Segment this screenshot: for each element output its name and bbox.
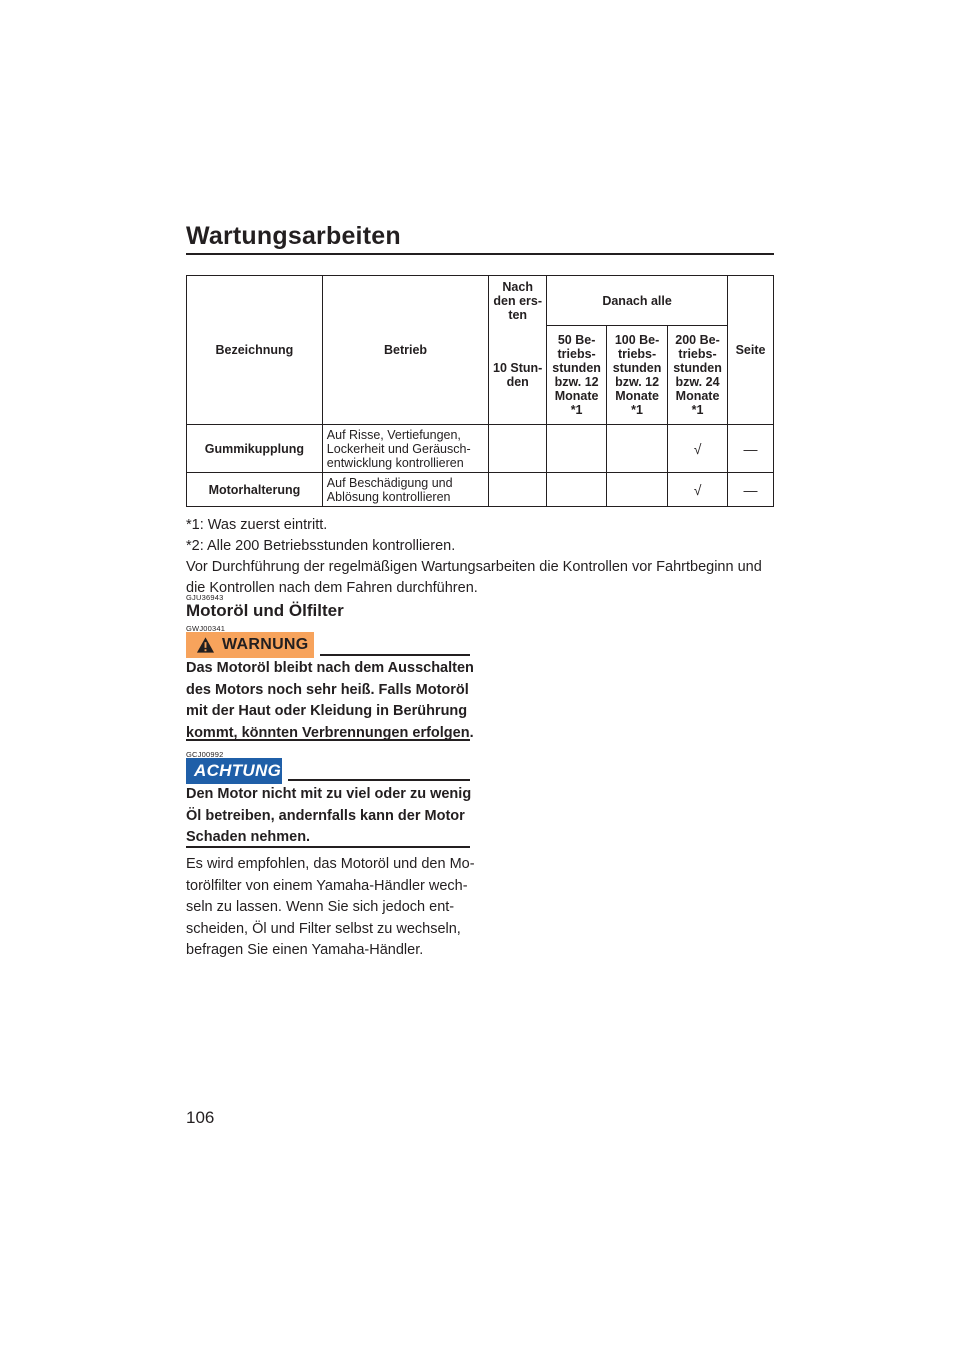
footnote-1: *1: Was zuerst eintritt. — [186, 517, 328, 533]
row-10h — [488, 424, 548, 473]
warning-bottom-rule — [186, 739, 470, 741]
header-50-stunden: 50 Be- triebs- stunden bzw. 12 Monate *1 — [546, 325, 608, 425]
footnotes: *1: Was zuerst eintritt. *2: Alle 200 Be… — [186, 515, 776, 599]
footnote-2: *2: Alle 200 Betriebsstunden kontrollier… — [186, 538, 456, 554]
row-100h — [606, 472, 669, 507]
title-rule — [186, 253, 774, 255]
row-200h-check: √ — [667, 424, 729, 473]
row-10h — [488, 472, 548, 507]
table-row: Motorhalterung Auf Beschädigung und Ablö… — [186, 472, 774, 507]
caution-code: GCJ00992 — [186, 750, 224, 759]
row-operation: Auf Risse, Vertiefungen, Lockerheit und … — [321, 424, 490, 473]
caution-text: Den Motor nicht mit zu viel oder zu weni… — [186, 786, 472, 845]
page-title: Wartungsarbeiten — [186, 222, 401, 250]
warning-code: GWJ00341 — [186, 624, 226, 633]
warning-text: Das Motoröl bleibt nach dem Ausschalten … — [186, 660, 474, 741]
header-seite: Seite — [727, 275, 774, 425]
row-seite: — — [727, 472, 774, 507]
row-50h — [546, 472, 608, 507]
caution-bottom-rule — [186, 846, 470, 848]
caution-badge: ACHTUNG — [186, 758, 282, 784]
row-100h — [606, 424, 669, 473]
row-name: Motorhalterung — [186, 472, 323, 507]
row-name: Gummikupplung — [186, 424, 323, 473]
row-seite: — — [727, 424, 774, 473]
footnote-3: Vor Durchführung der regelmäßigen Wartun… — [186, 559, 762, 596]
header-betrieb: Betrieb — [321, 275, 490, 425]
table-row: Gummikupplung Auf Risse, Vertiefungen, L… — [186, 424, 774, 473]
row-200h-check: √ — [667, 472, 729, 507]
page-number: 106 — [186, 1108, 215, 1127]
header-bezeichnung: Bezeichnung — [186, 275, 323, 425]
header-100-stunden: 100 Be- triebs- stunden bzw. 12 Monate *… — [606, 325, 669, 425]
header-danach-alle: Danach alle — [546, 275, 729, 326]
warning-triangle-icon — [196, 637, 215, 653]
section-title: Motoröl und Ölfilter — [186, 601, 344, 620]
header-200-stunden: 200 Be- triebs- stunden bzw. 24 Monate *… — [667, 325, 729, 425]
section-code: GJU36943 — [186, 593, 224, 602]
caution-label: ACHTUNG — [194, 761, 282, 780]
body-paragraph: Es wird empfohlen, das Motoröl und den M… — [186, 856, 475, 958]
warning-top-rule — [320, 654, 470, 656]
maintenance-table: Bezeichnung Betrieb Nach den ers- ten Da… — [186, 275, 774, 507]
header-10-stunden: 10 Stun- den — [488, 325, 548, 425]
warning-badge: WARNUNG — [186, 632, 314, 658]
row-operation: Auf Beschädigung und Ablösung kontrollie… — [321, 472, 490, 507]
warning-label: WARNUNG — [222, 636, 309, 653]
row-50h — [546, 424, 608, 473]
caution-top-rule — [288, 779, 470, 781]
header-nach-ersten: Nach den ers- ten — [488, 275, 548, 326]
